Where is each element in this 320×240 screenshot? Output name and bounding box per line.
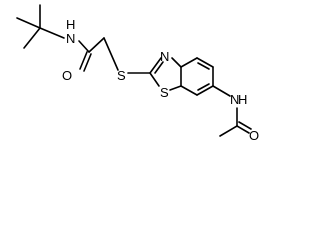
atom-label-amide-h-left: H — [66, 17, 75, 32]
bond-carbonyl-to-ch2 — [88, 37, 105, 53]
bond-tbutyl-left-methyl — [16, 17, 41, 29]
bond-nh-to-carbonyl — [78, 40, 90, 53]
atom-label-ring-n: N — [160, 49, 169, 64]
bond-c6-to-nh — [212, 85, 231, 97]
bond-acetyl-c-to-o-b — [238, 121, 252, 130]
bond-acetyl-c-to-o-a — [236, 125, 250, 134]
bond-c2-n3 — [149, 57, 162, 74]
atom-label-amide-h-right: H — [238, 92, 247, 107]
bond-c4-c5 — [196, 57, 214, 68]
atom-label-thioether-s: S — [117, 68, 126, 83]
atom-label-ring-s: S — [160, 85, 169, 100]
bond-n3-c3a — [171, 57, 182, 68]
bond-c2-n3-inner — [154, 61, 164, 74]
bond-s1-c7a — [169, 85, 182, 91]
bond-tbutyl-bottom-methyl — [23, 27, 41, 49]
bond-ch2-to-s — [103, 37, 119, 71]
atom-label-amide-n-right: N — [230, 92, 239, 107]
bond-carbonyl-to-o-a — [79, 51, 88, 70]
molecule-canvas: N H O S N S N H O — [16, 4, 259, 143]
chemical-structure-diagram: N H O S N S N H O — [16, 4, 259, 143]
bond-c4-c5-inner — [197, 62, 210, 70]
bond-tbutyl-to-nh — [39, 27, 65, 39]
bond-carbonyl-to-o-b — [83, 53, 92, 72]
bond-c6-c7-inner — [197, 83, 210, 91]
bond-c2-s1 — [149, 72, 160, 87]
atom-label-amide-n-left: N — [66, 31, 75, 46]
bond-c6-c7 — [196, 85, 214, 96]
bond-c3a-c4 — [180, 57, 198, 68]
atom-label-amide-o-right: O — [249, 128, 259, 143]
bond-c7-c7a — [180, 85, 198, 96]
atom-label-amide-o-left: O — [62, 68, 72, 83]
bond-acetyl-c-to-methyl — [219, 125, 238, 137]
